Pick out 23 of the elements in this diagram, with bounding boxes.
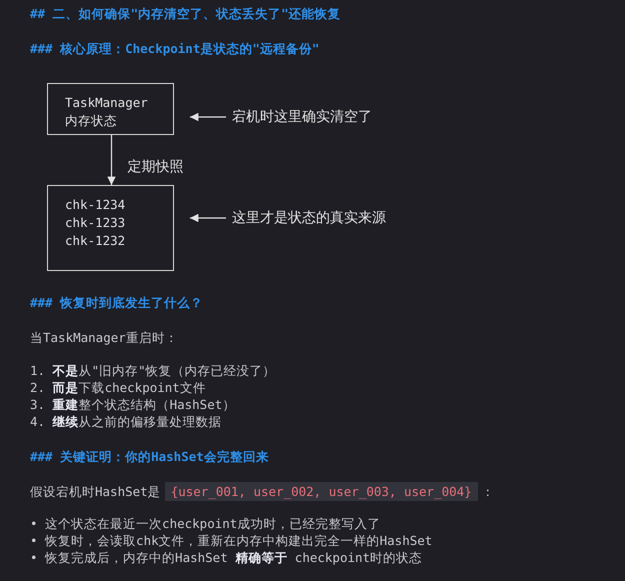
arrow	[190, 214, 226, 222]
list-item: 1. 不是从"旧内存"恢复（内存已经没了）	[30, 363, 276, 380]
heading: ### 恢复时到底发生了什么？	[30, 295, 204, 312]
list-item: • 恢复时，会读取chk文件，重新在内存中构建出完全一样的HashSet	[30, 533, 432, 550]
paragraph: 当TaskManager重启时：	[30, 330, 178, 347]
process-box: TaskManager 内存状态	[47, 83, 174, 135]
heading: ### 关键证明：你的HashSet会完整回来	[30, 449, 269, 466]
arrow	[190, 112, 226, 122]
edge-label: 定期快照	[128, 158, 184, 176]
list-item: 3. 重建整个状态结构（HashSet）	[30, 397, 236, 414]
list-item: 2. 而是下载checkpoint文件	[30, 380, 206, 397]
heading: ## 二、如何确保"内存清空了、状态丢失了"还能恢复	[30, 6, 341, 23]
storage-box: chk-1234 chk-1233 chk-1232	[47, 185, 174, 271]
code-span: {user_001, user_002, user_003, user_004}	[164, 482, 478, 501]
annotation-text: 这里才是状态的真实来源	[232, 209, 386, 227]
punctuation: ：	[482, 484, 495, 499]
annotation-text: 宕机时这里确实清空了	[232, 108, 372, 126]
list-item: • 恢复完成后，内存中的HashSet 精确等于 checkpoint时的状态	[30, 550, 422, 567]
heading: ### 核心原理：Checkpoint是状态的"远程备份"	[30, 41, 320, 58]
list-item: • 这个状态在最近一次checkpoint成功时，已经完整写入了	[30, 516, 380, 533]
list-item: 4. 继续从之前的偏移量处理数据	[30, 414, 222, 431]
paragraph: 假设宕机时HashSet是	[30, 484, 161, 499]
arrow	[107, 135, 116, 185]
